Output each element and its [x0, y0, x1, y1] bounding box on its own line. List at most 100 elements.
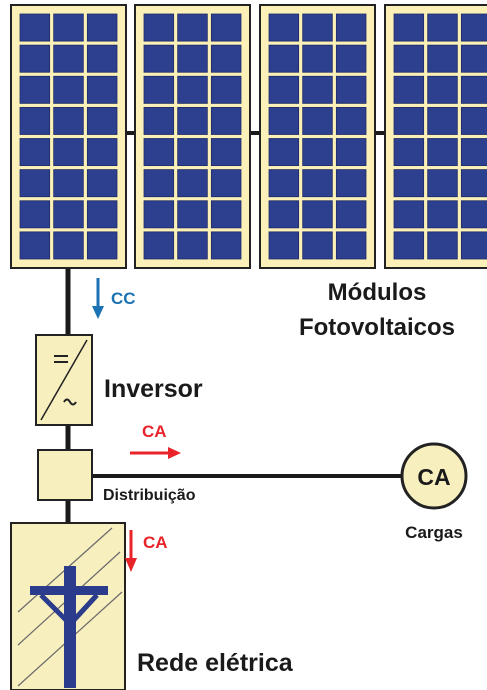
solar-cell [393, 169, 425, 198]
load-symbol: CA [417, 464, 450, 490]
solar-cell [460, 200, 487, 229]
solar-panel [259, 4, 376, 269]
solar-cell [19, 44, 51, 73]
solar-cell [302, 200, 333, 229]
solar-cell [393, 106, 425, 135]
solar-cell [143, 13, 175, 42]
solar-cell [86, 138, 118, 167]
solar-cell [143, 106, 175, 135]
solar-cell [143, 169, 175, 198]
modules-label-line2: Fotovoltaicos [299, 314, 455, 341]
solar-cell [19, 231, 51, 260]
solar-cell [53, 44, 84, 73]
solar-cell [302, 138, 333, 167]
solar-cell [302, 13, 333, 42]
solar-cell [210, 106, 242, 135]
solar-cell [53, 200, 84, 229]
inverter-label: Inversor [104, 375, 203, 403]
solar-cell [177, 200, 208, 229]
ac-flow-arrow-down [125, 530, 137, 572]
solar-cell [53, 169, 84, 198]
ac-load-circle-icon [400, 442, 468, 510]
solar-cell [210, 44, 242, 73]
modules-label-line1: Módulos [328, 279, 427, 306]
loads-label: Cargas [405, 523, 463, 542]
solar-panel [10, 4, 127, 269]
solar-cell [143, 75, 175, 104]
solar-cell [53, 13, 84, 42]
solar-cell [427, 200, 458, 229]
solar-cell [86, 106, 118, 135]
solar-cell [19, 200, 51, 229]
solar-cell [86, 75, 118, 104]
solar-cell [335, 106, 367, 135]
inverter-dc-ac-icon [35, 334, 93, 426]
solar-cell [460, 231, 487, 260]
solar-cell [427, 231, 458, 260]
solar-cell [427, 169, 458, 198]
solar-cell [86, 200, 118, 229]
solar-cell [335, 231, 367, 260]
solar-cell [460, 44, 487, 73]
ac-flow-arrow-right [130, 447, 181, 459]
solar-cell [210, 200, 242, 229]
solar-cell [268, 44, 300, 73]
solar-cell [427, 75, 458, 104]
solar-cell [335, 169, 367, 198]
solar-cell [177, 75, 208, 104]
grid-label: Rede elétrica [137, 649, 294, 677]
solar-cell [210, 169, 242, 198]
solar-cell [53, 106, 84, 135]
dc-flow-label: CC [111, 289, 136, 308]
solar-cell [427, 13, 458, 42]
solar-cell [53, 75, 84, 104]
photovoltaic-modules [10, 4, 487, 269]
solar-cell [393, 75, 425, 104]
solar-cell [302, 44, 333, 73]
solar-panel [384, 4, 487, 269]
solar-cell [53, 138, 84, 167]
solar-cell [143, 200, 175, 229]
solar-cell [86, 13, 118, 42]
ac-flow-label-grid: CA [143, 533, 168, 552]
solar-cell [177, 169, 208, 198]
solar-cell [302, 169, 333, 198]
utility-pole-icon [30, 566, 108, 688]
solar-cell [268, 106, 300, 135]
distribution-label: Distribuição [103, 487, 196, 504]
solar-cell [302, 231, 333, 260]
distribution-box [37, 449, 93, 501]
solar-cell [335, 44, 367, 73]
solar-cell [268, 138, 300, 167]
solar-cell [210, 138, 242, 167]
solar-cell [460, 13, 487, 42]
solar-cell [393, 138, 425, 167]
solar-cell [210, 13, 242, 42]
solar-cell [19, 106, 51, 135]
solar-cell [427, 44, 458, 73]
solar-cell [460, 169, 487, 198]
solar-cell [460, 138, 487, 167]
dc-flow-arrow [92, 278, 104, 319]
solar-cell [393, 44, 425, 73]
solar-panel [134, 4, 251, 269]
solar-cell [302, 75, 333, 104]
solar-cell [427, 138, 458, 167]
solar-cell [268, 200, 300, 229]
solar-cell [177, 13, 208, 42]
solar-cell [143, 231, 175, 260]
solar-cell [393, 200, 425, 229]
solar-cell [177, 231, 208, 260]
solar-cell [268, 169, 300, 198]
solar-cell [335, 13, 367, 42]
solar-cell [427, 106, 458, 135]
solar-cell [143, 138, 175, 167]
solar-cell [86, 44, 118, 73]
solar-cell [86, 231, 118, 260]
solar-cell [143, 44, 175, 73]
solar-cell [19, 138, 51, 167]
solar-cell [268, 13, 300, 42]
solar-cell [302, 106, 333, 135]
ac-flow-label-distribution: CA [142, 422, 167, 441]
